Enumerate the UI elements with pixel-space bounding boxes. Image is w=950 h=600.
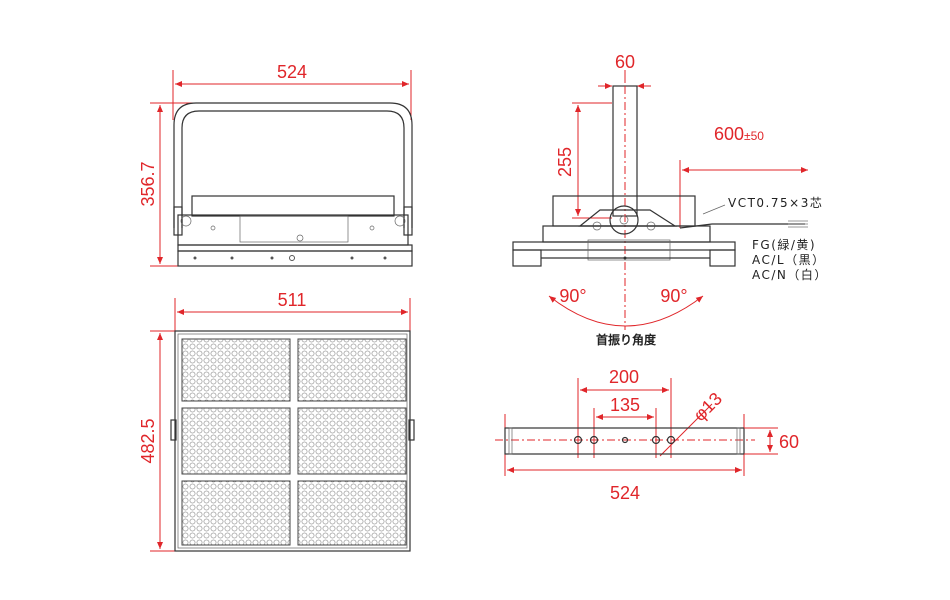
mounting-hole xyxy=(573,435,583,445)
side-view: 60 255 600±50 VCT0.75×3芯 FG(緑/黄) AC/L（黒）… xyxy=(512,52,828,347)
bracket-view: 200 135 φ13 60 524 xyxy=(495,367,799,503)
cable xyxy=(679,223,805,229)
bar-height-label: 60 xyxy=(779,432,799,452)
front-height-label: 356.7 xyxy=(138,161,158,206)
pivot-left xyxy=(173,206,183,236)
cable-length-tolerance: ±50 xyxy=(744,129,764,143)
cable-length-value: 600 xyxy=(714,124,744,144)
housing-lip xyxy=(177,244,413,252)
bar-length-label: 524 xyxy=(610,483,640,503)
wire-fg-label: FG(緑/黄) xyxy=(752,237,816,252)
yoke-arm-inner xyxy=(181,110,405,228)
led-module xyxy=(297,338,407,402)
leader-line xyxy=(659,403,713,457)
pivot-right xyxy=(403,206,413,236)
mounting-bracket xyxy=(504,427,745,455)
luminaire-face xyxy=(174,330,411,552)
driver-box xyxy=(239,215,349,243)
wire-n-label: AC/N（白） xyxy=(752,267,828,282)
led-module xyxy=(297,407,407,475)
cable-spec-label: VCT0.75×3芯 xyxy=(728,196,823,210)
mounting-hole xyxy=(666,435,676,445)
face-width-label: 511 xyxy=(278,290,307,310)
lens-edge xyxy=(512,249,542,267)
front-view: 524 356.7 xyxy=(138,62,413,267)
front-width-label: 524 xyxy=(277,62,307,82)
heatsink-bar xyxy=(512,241,736,251)
pivot-hub xyxy=(609,205,639,235)
angle-caption: 首振り角度 xyxy=(596,332,657,347)
led-module xyxy=(181,338,291,402)
pole-width-label: 60 xyxy=(615,52,635,72)
heatsink-body xyxy=(542,225,711,243)
face-height-label: 482.5 xyxy=(138,418,158,463)
swing-arc xyxy=(548,295,704,327)
led-module xyxy=(181,480,291,546)
housing-top xyxy=(552,195,696,227)
hole-diameter-label: φ13 xyxy=(689,388,726,425)
mounting-hole xyxy=(651,435,661,445)
led-module xyxy=(181,407,291,475)
angle-left-label: 90° xyxy=(559,286,586,306)
wire-l-label: AC/L（黒） xyxy=(752,253,826,267)
center-hole xyxy=(621,436,629,444)
housing-top xyxy=(191,195,395,217)
led-module xyxy=(297,480,407,546)
pole-height-label: 255 xyxy=(555,147,575,177)
mounting-hole xyxy=(589,435,599,445)
face-view: 511 482.5 xyxy=(138,290,415,552)
inner-hole-span-label: 135 xyxy=(610,395,640,415)
angle-right-label: 90° xyxy=(660,286,687,306)
outer-hole-span-label: 200 xyxy=(609,367,639,387)
yoke-arm xyxy=(173,102,413,228)
leader-line xyxy=(702,204,726,215)
front-panel xyxy=(177,250,413,267)
cable-length-label: 600±50 xyxy=(714,124,764,144)
